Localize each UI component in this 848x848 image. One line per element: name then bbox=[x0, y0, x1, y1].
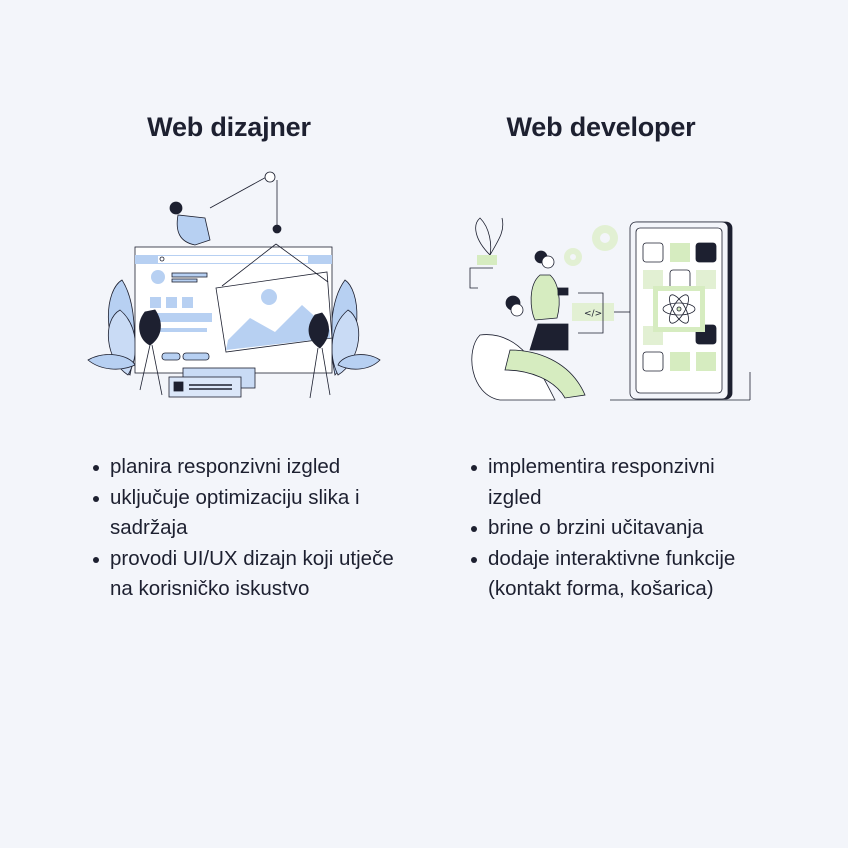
person-right bbox=[308, 312, 329, 349]
list-item: implementira responzivni izgled bbox=[468, 452, 758, 513]
leaf-bottom-right bbox=[337, 354, 381, 370]
list-item: brine o brzini učitavanja bbox=[468, 513, 758, 544]
dialog-card bbox=[168, 376, 242, 398]
web-developer-illustration: </> bbox=[469, 217, 751, 401]
svg-text:</>: </> bbox=[584, 309, 602, 319]
laptop bbox=[529, 323, 569, 351]
designer-title: Web dizajner bbox=[147, 112, 311, 142]
list-item: uključuje optimizaciju slika i sadržaja bbox=[90, 483, 410, 544]
person-standing bbox=[530, 274, 560, 321]
person-top bbox=[176, 214, 211, 246]
developer-list: implementira responzivni izgled brine o … bbox=[468, 452, 758, 605]
person-left bbox=[139, 309, 161, 346]
list-item: dodaje interaktivne funkcije (kontakt fo… bbox=[468, 544, 758, 605]
list-item: provodi UI/UX dizajn koji utječe na kori… bbox=[90, 544, 410, 605]
designer-list: planira responzivni izgled uključuje opt… bbox=[90, 452, 410, 605]
web-designer-illustration bbox=[87, 171, 381, 399]
developer-title: Web developer bbox=[506, 112, 696, 142]
react-atom-icon bbox=[662, 294, 696, 324]
code-tag bbox=[572, 303, 614, 321]
list-item: planira responzivni izgled bbox=[90, 452, 410, 483]
person-sitting bbox=[504, 349, 586, 399]
